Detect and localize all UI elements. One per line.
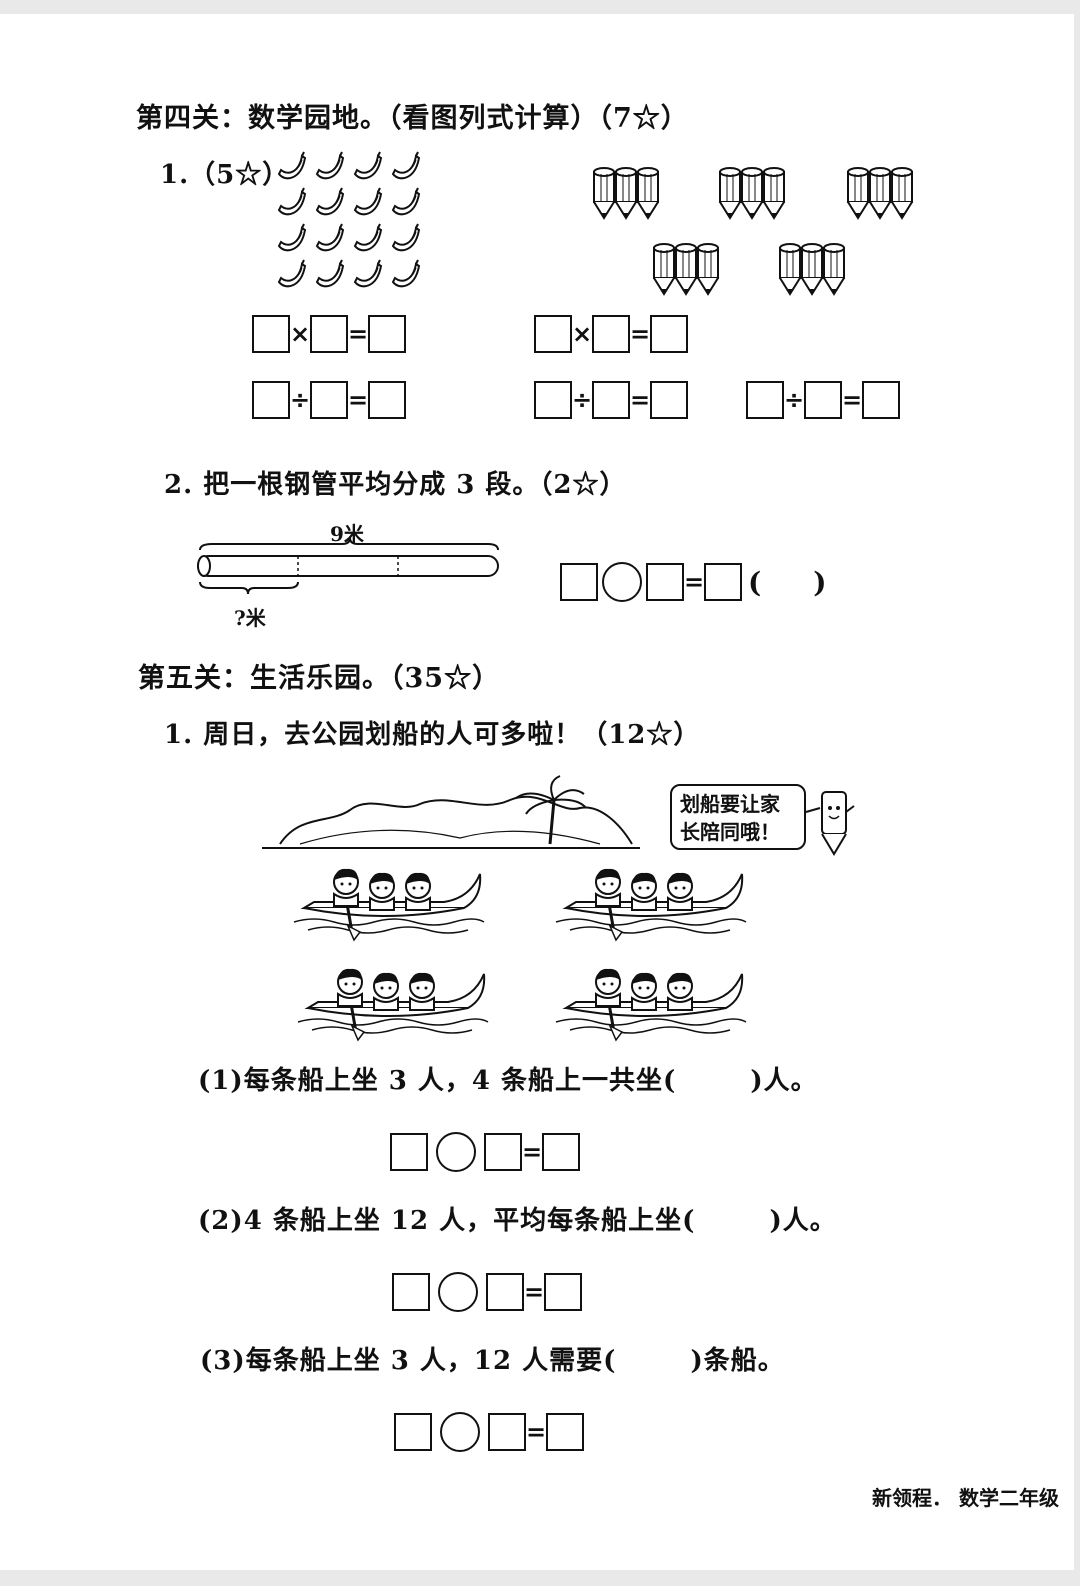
banana-icon: [278, 259, 420, 288]
sub-q1-after: )人。: [750, 1066, 818, 1096]
eq-banana-mul: × =: [252, 312, 406, 356]
sub-q3: (3)每条船上坐 3 人，12 人需要( )条船。: [200, 1340, 785, 1377]
speech-line-1: 划船要让家: [680, 792, 780, 816]
banana-icon: [278, 187, 420, 216]
answer-box[interactable]: [392, 1273, 430, 1311]
s5-q1-label: 1. 周日，去公园划船的人可多啦！（12☆）: [164, 720, 701, 750]
equals-sign: =: [348, 320, 369, 348]
equals-sign: =: [630, 386, 651, 414]
section4-title: 第四关：数学园地。（看图列式计算）（7☆）: [136, 103, 689, 134]
answer-box[interactable]: [704, 563, 742, 601]
answer-box[interactable]: [394, 1413, 432, 1451]
eq-pencil-div-2: ÷ =: [746, 378, 900, 422]
equals-sign: =: [684, 568, 705, 596]
answer-box[interactable]: [862, 381, 900, 419]
answer-box[interactable]: [368, 315, 406, 353]
divide-sign: ÷: [784, 386, 805, 414]
eq-sub3: =: [394, 1410, 584, 1454]
operator-circle[interactable]: [438, 1272, 478, 1312]
answer-box[interactable]: [390, 1133, 428, 1171]
banana-icon: [278, 223, 420, 252]
banana-group: [278, 151, 420, 288]
boat-icon: [556, 869, 746, 940]
boat-icon: [556, 969, 746, 1040]
eq-pipe: = ( ): [560, 560, 827, 604]
answer-box[interactable]: [560, 563, 598, 601]
pencil-icon: [594, 168, 658, 218]
q1-label: 1.（5☆）: [160, 160, 290, 190]
banana-icon: [278, 151, 420, 180]
answer-box[interactable]: [544, 1273, 582, 1311]
sub-q2-after: )人。: [769, 1206, 837, 1236]
times-sign: ×: [290, 320, 311, 348]
unit-paren-close: ): [813, 565, 827, 599]
pencil-icon: [780, 244, 844, 294]
answer-box[interactable]: [534, 381, 572, 419]
worksheet-page: 第四关：数学园地。（看图列式计算）（7☆） 1.（5☆）: [0, 14, 1074, 1570]
boats-illustration: [290, 860, 750, 1050]
answer-box[interactable]: [534, 315, 572, 353]
eq-banana-div: ÷ =: [252, 378, 406, 422]
sub-q1-text: (1)每条船上坐 3 人，4 条船上一共坐(: [198, 1066, 677, 1096]
answer-box[interactable]: [592, 315, 630, 353]
unit-paren-open: (: [748, 565, 762, 599]
sub-q1: (1)每条船上坐 3 人，4 条船上一共坐( )人。: [198, 1060, 818, 1097]
sub-q2: (2)4 条船上坐 12 人，平均每条船上坐( )人。: [198, 1200, 837, 1237]
boat-icon: [298, 969, 488, 1040]
equals-sign: =: [630, 320, 651, 348]
answer-box[interactable]: [484, 1133, 522, 1171]
park-scenery: [262, 775, 640, 849]
sub-q3-text: (3)每条船上坐 3 人，12 人需要(: [200, 1346, 617, 1376]
footer-brand: 新领程． 数学二年级: [872, 1486, 1059, 1510]
equals-sign: =: [522, 1138, 543, 1166]
answer-box[interactable]: [368, 381, 406, 419]
answer-box[interactable]: [746, 381, 784, 419]
answer-box[interactable]: [310, 315, 348, 353]
answer-box[interactable]: [252, 381, 290, 419]
answer-box[interactable]: [252, 315, 290, 353]
pencil-mascot-icon: [805, 791, 855, 856]
divide-sign: ÷: [572, 386, 593, 414]
times-sign: ×: [572, 320, 593, 348]
equals-sign: =: [524, 1278, 545, 1306]
section5-title: 第五关：生活乐园。（35☆）: [138, 663, 501, 694]
answer-box[interactable]: [650, 381, 688, 419]
answer-box[interactable]: [310, 381, 348, 419]
equals-sign: =: [526, 1418, 547, 1446]
eq-pencil-div-1: ÷ =: [534, 378, 688, 422]
sub-q2-text: (2)4 条船上坐 12 人，平均每条船上坐(: [198, 1206, 696, 1236]
answer-box[interactable]: [650, 315, 688, 353]
sub-q3-after: )条船。: [690, 1346, 785, 1376]
eq-sub1: =: [390, 1130, 580, 1174]
answer-box[interactable]: [592, 381, 630, 419]
divide-sign: ÷: [290, 386, 311, 414]
pencil-group: [590, 152, 920, 302]
pencil-icon: [848, 168, 912, 218]
answer-box[interactable]: [546, 1413, 584, 1451]
operator-circle[interactable]: [436, 1132, 476, 1172]
answer-box[interactable]: [646, 563, 684, 601]
answer-box[interactable]: [542, 1133, 580, 1171]
eq-sub2: =: [392, 1270, 582, 1314]
part-length-label: ?米: [234, 606, 266, 630]
speech-line-2: 长陪同哦！: [680, 820, 780, 844]
eq-pencil-mul: × =: [534, 312, 688, 356]
answer-box[interactable]: [488, 1413, 526, 1451]
pencil-icon: [720, 168, 784, 218]
operator-circle[interactable]: [440, 1412, 480, 1452]
answer-box[interactable]: [804, 381, 842, 419]
speech-bubble: 划船要让家 长陪同哦！: [670, 784, 806, 850]
equals-sign: =: [348, 386, 369, 414]
answer-box[interactable]: [486, 1273, 524, 1311]
boat-icon: [294, 869, 484, 940]
q2-label: 2. 把一根钢管平均分成 3 段。（2☆）: [164, 470, 627, 500]
steel-pipe-diagram: [197, 537, 499, 595]
pencil-icon: [654, 244, 718, 294]
operator-circle[interactable]: [602, 562, 642, 602]
equals-sign: =: [842, 386, 863, 414]
